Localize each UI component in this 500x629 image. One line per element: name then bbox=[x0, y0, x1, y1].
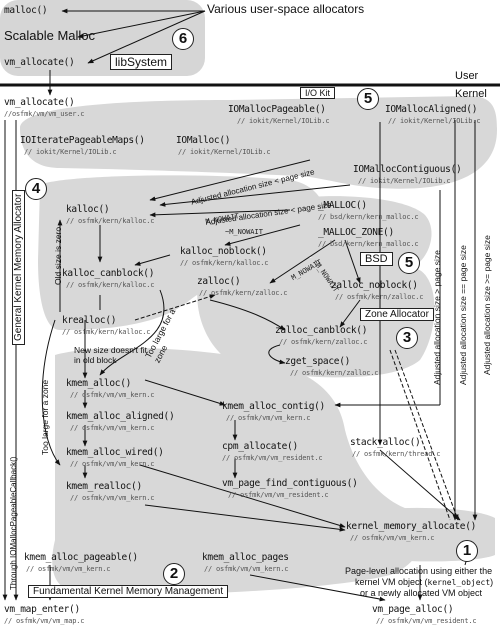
iokit-label: I/O Kit bbox=[300, 87, 336, 99]
page-level-note-line2-c: ) bbox=[490, 577, 494, 587]
too-large-zone-left-label: Too large for a zone bbox=[40, 379, 50, 455]
kmem-alloc-contig-path: // osfmk/vm/vm_kern.c bbox=[226, 414, 311, 422]
vm-map-enter-func: vm_map_enter() bbox=[4, 604, 80, 615]
adjusted-size-eq-label: Adjusted allocation size == page size bbox=[458, 245, 468, 385]
layer-5-bsd-badge: 5 bbox=[398, 252, 420, 274]
vm-page-find-contiguous-func: vm_page_find_contiguous() bbox=[222, 478, 358, 489]
gkma-label: General Kernel Memory Allocator bbox=[12, 189, 25, 345]
vm-allocate-user-func: vm_allocate() bbox=[4, 57, 75, 68]
m-nowait-label-2: ~M_NOWAIT bbox=[225, 228, 263, 236]
bsd-malloc-zone-func: _MALLOC_ZONE() bbox=[318, 227, 394, 238]
adjusted-size-ge-label: Adjusted allocation size >= page size bbox=[482, 235, 492, 375]
kmem-alloc-aligned-path: // osfmk/vm/vm_kern.c bbox=[70, 424, 155, 432]
ioiteratepageablemaps-func: IOIteratePageableMaps() bbox=[20, 135, 145, 146]
kernel-label: Kernel bbox=[455, 88, 487, 100]
kmem-alloc-aligned-func: kmem_alloc_aligned() bbox=[66, 411, 175, 422]
layer-2-badge: 2 bbox=[163, 563, 185, 585]
kalloc-noblock-path: // osfmk/kern/kalloc.c bbox=[180, 259, 269, 267]
iomalloccontiguous-func: IOMallocContiguous() bbox=[353, 164, 462, 175]
kmem-alloc-pageable-func: kmem_alloc_pageable() bbox=[24, 552, 138, 563]
gkma-region bbox=[38, 175, 328, 330]
page-level-note-line1: Page-level allocation using either the bbox=[345, 566, 493, 576]
old-size-zero-label: Old size is zero bbox=[53, 226, 63, 285]
callback-label: Through IOMallocPageableCallback() bbox=[9, 456, 18, 590]
kmem-alloc-wired-func: kmem_alloc_wired() bbox=[66, 447, 164, 458]
zalloc-noblock-path: // osfmk/kern/zalloc.c bbox=[335, 293, 424, 301]
kmem-alloc-wired-path: // osfmk/vm/vm_kern.c bbox=[70, 460, 155, 468]
page-level-note-line2-a: kernel VM object ( bbox=[355, 577, 428, 587]
user-label: User bbox=[455, 70, 479, 82]
vm-page-alloc-func: vm_page_alloc() bbox=[372, 604, 454, 615]
kernel-object-term: kernel_object bbox=[427, 578, 491, 587]
kalloc-noblock-func: kalloc_noblock() bbox=[180, 246, 267, 257]
vm-page-alloc-path: // osfmk/vm/vm_resident.c bbox=[376, 617, 477, 625]
kernel-memory-allocate-path: // osfmk/vm/vm_kern.c bbox=[350, 534, 435, 542]
kmem-alloc-func: kmem_alloc() bbox=[66, 378, 132, 389]
iomallocaligned-func: IOMallocAligned() bbox=[385, 104, 478, 115]
fkmm-label: Fundamental Kernel Memory Management bbox=[28, 585, 229, 598]
zalloc-canblock-path: // osfmk/kern/zalloc.c bbox=[279, 338, 368, 346]
zget-space-path: // osfmk/kern/zalloc.c bbox=[290, 369, 379, 377]
iomalloccontiguous-path: // iokit/Kernel/IOLib.c bbox=[358, 177, 451, 185]
bsd-malloc-zone-path: // bsd/kern/kern_malloc.c bbox=[318, 240, 419, 248]
layer-5-iokit-badge: 5 bbox=[357, 88, 379, 110]
krealloc-path: // osfmk/kern/kalloc.c bbox=[62, 328, 151, 336]
stack-alloc-path: // osfmk/kern/thread.c bbox=[352, 450, 441, 458]
cpm-allocate-func: cpm_allocate() bbox=[222, 441, 298, 452]
new-size-label-1: New size doesn't fit in old block bbox=[74, 345, 147, 365]
layer-3-badge: 3 bbox=[396, 327, 418, 349]
kmem-realloc-path: // osfmk/vm/vm_kern.c bbox=[70, 494, 155, 502]
user-allocators-note: Various user-space allocators bbox=[207, 2, 365, 16]
stack-alloc-func: stack_alloc() bbox=[350, 437, 421, 448]
kalloc-canblock-func: kalloc_canblock() bbox=[62, 268, 155, 279]
iomallocaligned-path: // iokit/Kernel/IOLib.c bbox=[388, 117, 481, 125]
layer-4-badge: 4 bbox=[25, 178, 47, 200]
malloc-func: malloc() bbox=[4, 5, 48, 16]
cpm-allocate-path: // osfmk/vm/vm_resident.c bbox=[222, 454, 323, 462]
kmem-alloc-pageable-path: // osfmk/vm/vm_kern.c bbox=[26, 565, 111, 573]
kmem-alloc-pages-func: kmem_alloc_pages bbox=[202, 552, 289, 563]
vm-page-find-contiguous-path: // osfmk/vm/vm_resident.c bbox=[228, 491, 329, 499]
vm-map-enter-path: // osfmk/vm/vm_map.c bbox=[4, 617, 85, 625]
kmem-alloc-contig-func: kmem_alloc_contig() bbox=[222, 401, 325, 412]
page-level-note-line2: kernel VM object (kernel_object) bbox=[355, 577, 493, 587]
zalloc-path: // osfmk/kern/zalloc.c bbox=[199, 289, 288, 297]
ioiteratepageablemaps-path: // iokit/Kernel/IOLib.c bbox=[24, 148, 117, 156]
iokit-region bbox=[20, 96, 497, 189]
kalloc-canblock-path: // osfmk/kern/kalloc.c bbox=[66, 281, 155, 289]
zalloc-func: zalloc() bbox=[197, 276, 241, 287]
layer-1-badge: 1 bbox=[456, 540, 478, 562]
vm-allocate-kernel-func: vm_allocate() bbox=[4, 97, 75, 108]
iomalloc-path: // iokit/Kernel/IOLib.c bbox=[178, 148, 271, 156]
libsystem-label: libSystem bbox=[110, 54, 173, 70]
page-level-note-line3: or a newly allocated VM object bbox=[360, 588, 483, 598]
krealloc-func: krealloc() bbox=[62, 315, 117, 326]
kmem-alloc-pages-path: // osfmk/vm/vm_kern.c bbox=[204, 565, 289, 573]
iomallocpageable-path: // iokit/Kernel/IOLib.c bbox=[237, 117, 330, 125]
bsd-label: BSD bbox=[360, 252, 393, 266]
fkmm-region bbox=[52, 348, 424, 595]
scalable-malloc-label: Scalable Malloc bbox=[4, 28, 96, 43]
iomallocpageable-func: IOMallocPageable() bbox=[228, 104, 326, 115]
kmem-alloc-path: // osfmk/vm/vm_kern.c bbox=[70, 391, 155, 399]
bsd-malloc-func: _MALLOC() bbox=[318, 200, 367, 211]
zalloc-canblock-func: zalloc_canblock() bbox=[275, 325, 368, 336]
kmem-realloc-func: kmem_realloc() bbox=[66, 481, 142, 492]
bsd-malloc-path: // bsd/kern/kern_malloc.c bbox=[318, 213, 419, 221]
iomalloc-func: IOMalloc() bbox=[176, 135, 231, 146]
kalloc-func: kalloc() bbox=[66, 204, 110, 215]
zone-region bbox=[197, 256, 435, 378]
bsd-region bbox=[285, 196, 432, 273]
zget-space-func: zget_space() bbox=[285, 356, 351, 367]
kalloc-path: // osfmk/kern/kalloc.c bbox=[66, 217, 155, 225]
zalloc-noblock-func: zalloc_noblock() bbox=[331, 280, 418, 291]
layer-6-badge: 6 bbox=[172, 28, 194, 50]
kernel-memory-allocate-func: kernel_memory_allocate() bbox=[346, 521, 477, 532]
vm-allocate-path: //osfmk/vm/vm_user.c bbox=[4, 110, 85, 118]
zone-allocator-label: Zone Allocator bbox=[360, 308, 434, 321]
